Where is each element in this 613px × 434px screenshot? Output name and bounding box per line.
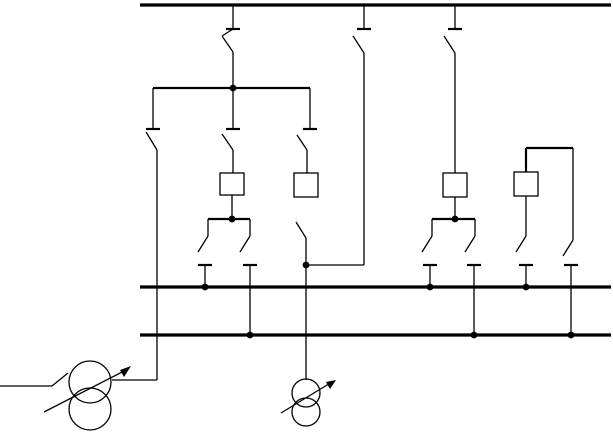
adjustable-transformer-large [0,360,131,431]
reactor-box [293,172,319,198]
branch-233 [197,88,257,339]
feeder-left-transformer [112,88,160,381]
reactor-box [219,172,245,196]
arrow-icon [120,366,131,377]
branch-305 [293,88,319,380]
feeder-right-reactor [513,146,578,339]
feeder-455 [421,5,481,339]
arrow-icon [326,380,336,389]
feeder-364 [306,5,371,266]
reactor-box [442,172,468,198]
adjustable-transformer-small [280,378,336,427]
feeder-233 [153,5,310,92]
reactor-box [513,171,539,197]
